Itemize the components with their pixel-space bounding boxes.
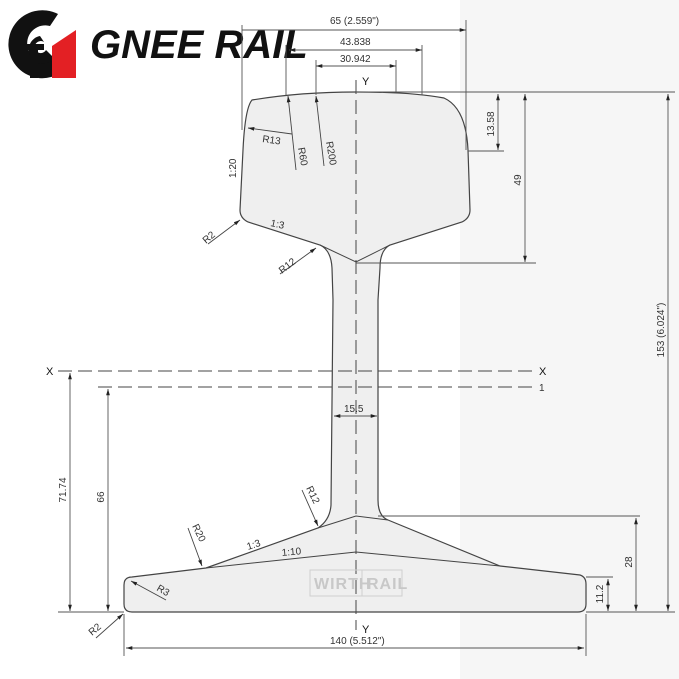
svg-text:WIRTH: WIRTH [314, 576, 371, 593]
radius-r12-foot: R12 [303, 484, 321, 506]
line-1-label: 1 [539, 383, 545, 394]
y-axis-label-top: Y [362, 76, 370, 88]
radius-r13: R13 [262, 134, 282, 148]
dim-web-thickness: 15.5 [344, 404, 364, 415]
dim-foot-width: 140 (5.512") [330, 636, 385, 647]
wirth-rail-watermark: WIRTH RAIL [309, 569, 408, 597]
dim-head-w3: 30.942 [340, 54, 371, 65]
dim-total-height: 153 (6.024") [656, 303, 667, 358]
radius-r200: R200 [323, 141, 338, 167]
slope-foot-lower: 1:10 [281, 546, 302, 559]
radius-r20: R20 [189, 522, 207, 544]
x-axis-label-left: X [46, 366, 54, 378]
y-axis-label-bottom: Y [362, 624, 370, 636]
radius-r12-head: R12 [277, 256, 299, 276]
slope-head-under: 1:3 [269, 218, 285, 232]
dim-head-width: 65 (2.559") [330, 16, 379, 27]
dim-line1-height: 66 [96, 491, 107, 503]
dim-foot-slope-height: 28 [624, 556, 635, 568]
gnee-logo-icon [8, 10, 76, 79]
dim-neutral-axis: 71.74 [58, 477, 69, 502]
radius-r60: R60 [295, 147, 309, 167]
svg-text:RAIL: RAIL [367, 576, 408, 593]
slope-foot-upper: 1:3 [246, 538, 263, 553]
radius-r2-head: R2 [201, 229, 218, 246]
dim-head-w2: 43.838 [340, 37, 371, 48]
radius-r2-foot: R2 [87, 621, 104, 638]
dim-head-side-height: 13.58 [486, 111, 497, 136]
dim-foot-edge: 11.2 [595, 584, 606, 603]
dim-head-height: 49 [513, 174, 524, 186]
rail-profile [123, 91, 587, 613]
x-axis-label-right: X [539, 366, 547, 378]
slope-head-side: 1:20 [228, 158, 239, 178]
